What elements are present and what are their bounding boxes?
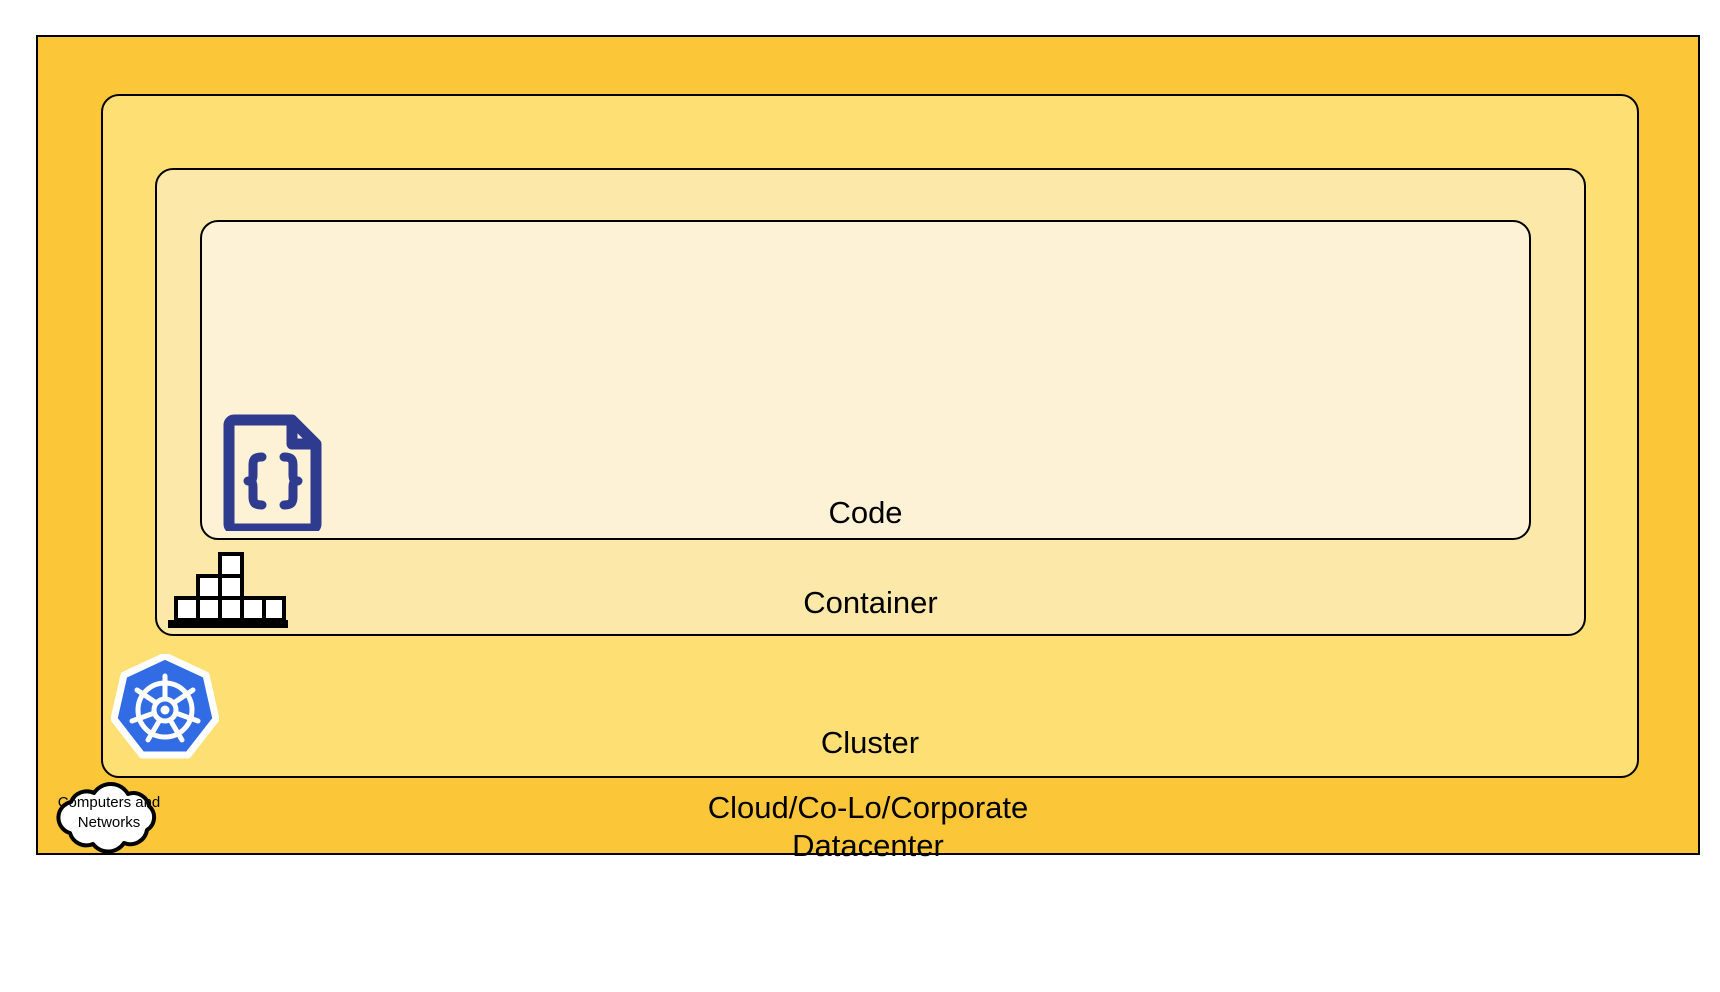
cloud-callout-shape[interactable]: [33, 778, 185, 862]
layer-label-container: Container: [803, 585, 938, 620]
layer-label-code: Code: [828, 495, 903, 530]
layer-code[interactable]: [200, 220, 1531, 540]
layer-label-cluster: Cluster: [820, 725, 920, 760]
container-stack-icon: [168, 552, 288, 628]
kubernetes-icon: [111, 654, 219, 759]
code-document-icon: [223, 414, 322, 531]
layer-label-datacenter: Cloud/Co-Lo/Corporate Datacenter: [707, 790, 1029, 863]
